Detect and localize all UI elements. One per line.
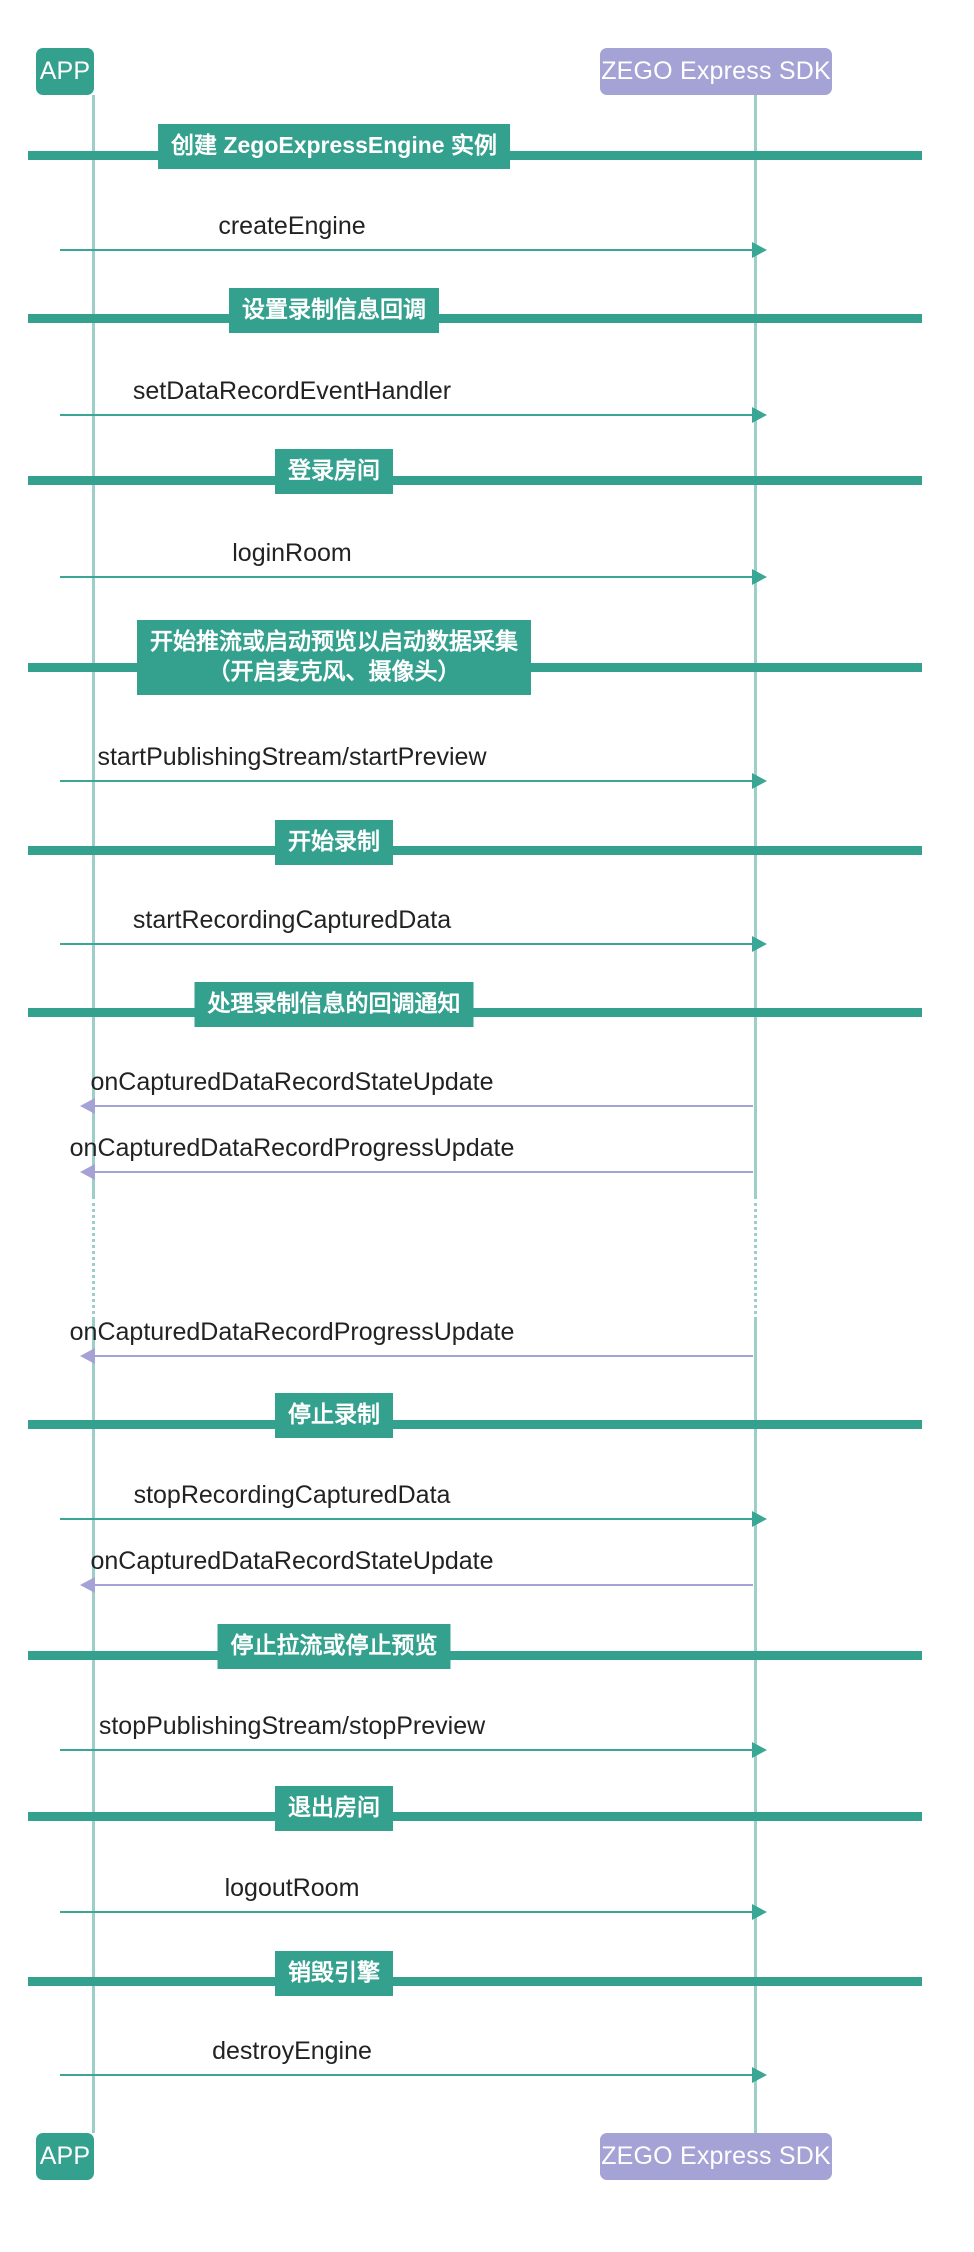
section-divider	[28, 475, 922, 485]
lifeline-app-upper	[92, 95, 95, 1197]
section-divider	[28, 1812, 922, 1822]
arrow-head-right-icon	[752, 936, 767, 953]
message-label: onCapturedDataRecordStateUpdate	[90, 1068, 494, 1097]
section-label: 开始录制	[275, 819, 393, 865]
message-label: onCapturedDataRecordStateUpdate	[90, 1547, 494, 1576]
section-label: 开始推流或启动预览以启动数据采集 （开启麦克风、摄像头）	[137, 619, 531, 695]
lifeline-app-lower	[92, 1319, 95, 2133]
actor-app-bottom-label: APP	[39, 2142, 91, 2170]
message-label: createEngine	[218, 212, 366, 241]
actor-sdk-bottom[interactable]: ZEGO Express SDK	[600, 2133, 832, 2180]
message-line	[60, 1749, 752, 1752]
message-label: setDataRecordEventHandler	[132, 377, 452, 406]
actor-app-top[interactable]: APP	[36, 48, 94, 95]
arrow-head-right-icon	[752, 773, 767, 790]
arrow-head-left-icon	[80, 1577, 95, 1594]
section-label: 停止拉流或停止预览	[217, 1624, 451, 1670]
message-line	[95, 1584, 753, 1587]
actor-sdk-top-label: ZEGO Express SDK	[601, 57, 831, 85]
message-label: stopRecordingCapturedData	[133, 1481, 451, 1510]
message-line	[95, 1105, 753, 1108]
section-label: 创建 ZegoExpressEngine 实例	[158, 124, 510, 170]
message-line	[60, 575, 752, 578]
section-label: 设置录制信息回调	[229, 287, 439, 333]
message-line	[95, 1355, 753, 1358]
lifeline-sdk-dotted	[754, 1196, 757, 1320]
lifeline-sdk-upper	[754, 95, 757, 1197]
message-line	[60, 414, 752, 417]
section-divider	[28, 1419, 922, 1429]
lifeline-sdk-lower	[754, 1319, 757, 2133]
section-label: 停止录制	[275, 1393, 393, 1439]
section-label: 退出房间	[275, 1785, 393, 1831]
message-label: startPublishingStream/startPreview	[97, 743, 487, 772]
section-label: 处理录制信息的回调通知	[194, 981, 474, 1027]
section-divider	[28, 1650, 922, 1660]
message-label: destroyEngine	[212, 2037, 372, 2066]
section-divider	[28, 1977, 922, 1987]
arrow-head-left-icon	[80, 1098, 95, 1115]
section-divider	[28, 1008, 922, 1018]
message-label: loginRoom	[232, 538, 352, 567]
actor-app-top-label: APP	[39, 57, 91, 85]
arrow-head-right-icon	[752, 2067, 767, 2084]
message-label: logoutRoom	[224, 1873, 360, 1902]
actor-sdk-bottom-label: ZEGO Express SDK	[601, 2142, 831, 2170]
section-divider	[28, 314, 922, 324]
lifeline-app-dotted	[92, 1196, 95, 1320]
message-line	[95, 1171, 753, 1174]
arrow-head-left-icon	[80, 1164, 95, 1181]
message-label: stopPublishingStream/stopPreview	[98, 1712, 486, 1741]
arrow-head-right-icon	[752, 407, 767, 424]
section-label: 销毁引擎	[275, 1950, 393, 1996]
section-divider	[28, 846, 922, 856]
actor-app-bottom[interactable]: APP	[36, 2133, 94, 2180]
message-label: startRecordingCapturedData	[132, 906, 452, 935]
arrow-head-right-icon	[752, 1511, 767, 1528]
arrow-head-right-icon	[752, 242, 767, 259]
message-line	[60, 2074, 752, 2077]
arrow-head-right-icon	[752, 568, 767, 585]
actor-sdk-top[interactable]: ZEGO Express SDK	[600, 48, 832, 95]
message-line	[60, 1518, 752, 1521]
arrow-head-left-icon	[80, 1348, 95, 1365]
message-line	[60, 249, 752, 252]
message-line	[60, 943, 752, 946]
message-label: onCapturedDataRecordProgressUpdate	[69, 1318, 515, 1347]
message-line	[60, 1910, 752, 1913]
arrow-head-right-icon	[752, 1742, 767, 1759]
message-label: onCapturedDataRecordProgressUpdate	[69, 1134, 515, 1163]
message-line	[60, 780, 752, 783]
arrow-head-right-icon	[752, 1903, 767, 1920]
section-label: 登录房间	[275, 449, 393, 495]
